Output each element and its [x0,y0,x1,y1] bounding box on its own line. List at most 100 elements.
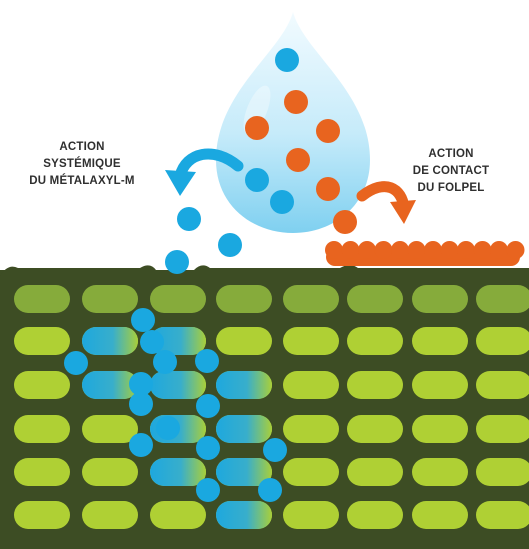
plant-cell [283,415,339,443]
infected-cell [82,371,138,399]
systemic-particle [196,394,220,418]
infected-cell [150,371,206,399]
plant-cell [412,285,468,313]
plant-cell [14,285,70,313]
plant-cell [476,458,529,486]
plant-cell [14,371,70,399]
systemic-particle [129,372,153,396]
systemic-particle [258,478,282,502]
plant-cell [216,285,272,313]
systemic-particle [129,392,153,416]
plant-cell [82,285,138,313]
infected-cell [216,415,272,443]
folpel-bump [490,241,508,259]
plant-cell [283,501,339,529]
particle-blue [177,207,201,231]
plant-cell [150,501,206,529]
systemic-particle [156,416,180,440]
plant-cell [412,501,468,529]
particle-blue [165,250,189,274]
arrow-head [165,170,196,196]
plant-cell [476,327,529,355]
particle-blue [218,233,242,257]
plant-cell [216,327,272,355]
systemic-particle [129,433,153,457]
infected-cell [82,327,138,355]
plant-cell [412,371,468,399]
arrow-head [390,200,416,224]
folpel-bump [506,241,525,259]
descending-particles [165,207,242,274]
plant-cell [14,327,70,355]
infected-cell [150,327,206,355]
infected-cell [150,458,206,486]
plant-cell [283,285,339,313]
plant-cell [14,501,70,529]
plant-cell [150,285,206,313]
plant-cell [283,371,339,399]
plant-cell [347,327,403,355]
systemic-label-line-2: SYSTÉMIQUE [43,158,121,170]
systemic-label-line-1: ACTION [59,141,105,153]
particle-orange [316,119,340,143]
plant-cell [412,458,468,486]
contact-label-line-1: ACTION [428,148,474,160]
infected-cell [216,371,272,399]
systemic-particle [196,436,220,460]
plant-cell [14,415,70,443]
plant-cell [283,327,339,355]
plant-cell [412,327,468,355]
folpel-bump [424,241,442,259]
systemic-label-line-3: DU MÉTALAXYL-M [29,175,135,187]
folpel-bump [341,241,360,259]
plant-cell [476,371,529,399]
systemic-action-label: ACTION SYSTÉMIQUE DU MÉTALAXYL-M [8,139,156,190]
curved-arrow-left-icon [165,148,244,196]
plant-cell [82,458,138,486]
plant-cell [347,285,403,313]
contact-label-line-2: DE CONTACT [412,165,490,177]
plant-cell [347,501,403,529]
folpel-bump [407,241,426,259]
plant-cell [347,415,403,443]
tissue-top-edge [0,265,529,282]
plant-cell [476,501,529,529]
folpel-bump [440,241,459,259]
particle-orange [316,177,340,201]
particle-blue [245,168,269,192]
contact-layer [325,241,525,266]
systemic-particle [131,308,155,332]
plant-cell [14,458,70,486]
systemic-particle [195,349,219,373]
plant-cell [476,415,529,443]
particle-orange [286,148,310,172]
folpel-bump [457,241,475,259]
plant-cell [82,501,138,529]
drop-particles [245,48,357,234]
plant-cell [476,285,529,313]
arrow-shaft [174,148,244,182]
folpel-bump [374,241,393,259]
systemic-path [64,308,287,529]
infected-cell [216,501,272,529]
particle-orange [284,90,308,114]
plant-cell [82,415,138,443]
plant-cell [412,415,468,443]
curved-arrow-right-icon [356,181,416,224]
systemic-particle [196,478,220,502]
plant-tissue [0,265,529,549]
folpel-bump [325,241,343,259]
contact-action-label: ACTION DE CONTACT DU FOLPEL [392,146,510,197]
systemic-particle [140,330,164,354]
systemic-particle [263,438,287,462]
plant-cell [347,458,403,486]
contact-label-line-3: DU FOLPEL [417,182,485,194]
particle-blue [275,48,299,72]
folpel-bump [358,241,376,259]
infected-cell [216,458,272,486]
particle-orange [333,210,357,234]
particle-blue [270,190,294,214]
folpel-bump [473,241,492,259]
